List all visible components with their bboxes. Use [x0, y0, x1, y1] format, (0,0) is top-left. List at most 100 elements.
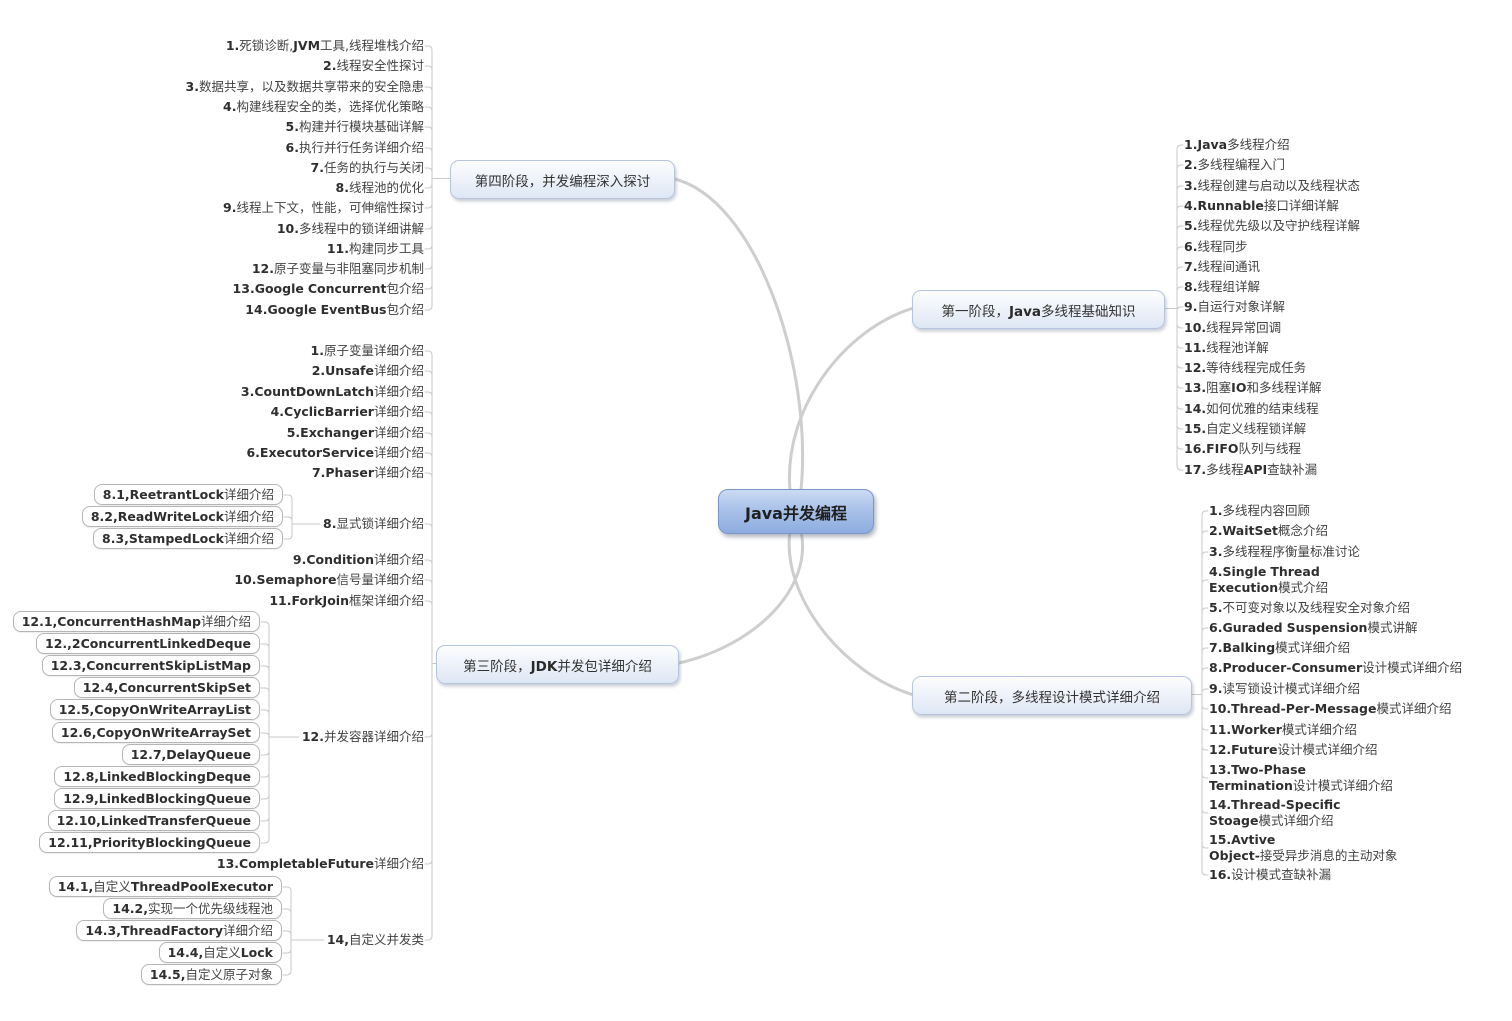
topic-item[interactable]: 7.线程间通讯 — [1184, 259, 1260, 274]
topic-item[interactable]: 6.线程同步 — [1184, 239, 1248, 254]
topic-subitem[interactable]: 12.11,PriorityBlockingQueue — [39, 832, 260, 853]
topic-item[interactable]: 5.线程优先级以及守护线程详解 — [1184, 218, 1360, 233]
topic-item[interactable]: 8.Producer-Consumer设计模式详细介绍 — [1209, 660, 1463, 675]
branch-node-stage1[interactable]: 第一阶段，Java多线程基础知识 — [912, 290, 1165, 329]
topic-item[interactable]: 3.线程创建与启动以及线程状态 — [1184, 178, 1360, 193]
connector — [1201, 725, 1209, 731]
topic-subitem[interactable]: 12.6,CopyOnWriteArraySet — [51, 722, 260, 743]
topic-item[interactable]: 15.自定义线程锁详解 — [1184, 421, 1307, 436]
topic-item[interactable]: 14,自定义并发类 — [326, 932, 424, 947]
topic-item[interactable]: 13.Google Concurrent包介绍 — [232, 281, 424, 296]
topic-item[interactable]: 6.ExecutorService详细介绍 — [246, 445, 424, 460]
topic-item[interactable]: 6.Guraded Suspension模式讲解 — [1209, 620, 1418, 635]
topic-item[interactable]: 17.多线程API查缺补漏 — [1184, 462, 1318, 477]
topic-item[interactable]: 11.线程池详解 — [1184, 340, 1269, 355]
topic-item[interactable]: 4.构建线程安全的类，选择优化策略 — [223, 99, 424, 114]
center-topic[interactable]: Java并发编程 — [718, 489, 874, 534]
topic-item[interactable]: 2.多线程编程入门 — [1184, 157, 1285, 172]
topic-subitem[interactable]: 8.2,ReadWriteLock详细介绍 — [81, 506, 283, 527]
connector — [282, 948, 292, 954]
topic-item[interactable]: 16.FIFO队列与线程 — [1184, 441, 1302, 456]
topic-item[interactable]: 1.原子变量详细介绍 — [310, 343, 424, 358]
topic-subitem[interactable]: 12.9,LinkedBlockingQueue — [54, 788, 260, 809]
topic-item[interactable]: 9.读写锁设计模式详细介绍 — [1209, 681, 1360, 696]
topic-item[interactable]: 16.设计模式查缺补漏 — [1209, 867, 1332, 882]
topic-subitem[interactable]: 12.4,ConcurrentSkipSet — [73, 677, 260, 698]
topic-item[interactable]: 14.如何优雅的结束线程 — [1184, 401, 1319, 416]
topic-subitem[interactable]: 12.3,ConcurrentSkipListMap — [41, 655, 260, 676]
topic-item[interactable]: 5.构建并行模块基础详解 — [285, 119, 424, 134]
topic-item[interactable]: 11.构建同步工具 — [326, 241, 424, 256]
branch-node-stage2[interactable]: 第二阶段，多线程设计模式详细介绍 — [912, 676, 1192, 715]
topic-item[interactable]: 12.等待线程完成任务 — [1184, 360, 1307, 375]
topic-item[interactable]: 10.线程异常回调 — [1184, 320, 1282, 335]
topic-item[interactable]: 2.WaitSet概念介绍 — [1209, 523, 1328, 538]
topic-item[interactable]: 12.原子变量与非阻塞同步机制 — [251, 261, 424, 276]
topic-item[interactable]: 10.多线程中的锁详细讲解 — [276, 221, 424, 236]
connector — [1201, 627, 1209, 633]
topic-subitem[interactable]: 12.10,LinkedTransferQueue — [47, 810, 260, 831]
topic-subitem[interactable]: 12.8,LinkedBlockingDeque — [54, 766, 260, 787]
topic-item[interactable]: 7.Phaser详细介绍 — [311, 465, 424, 480]
topic-subitem[interactable]: 12.1,ConcurrentHashMap详细介绍 — [12, 611, 260, 632]
topic-item[interactable]: 13.CompletableFuture详细介绍 — [216, 856, 424, 871]
connector — [424, 183, 433, 189]
topic-item[interactable]: 12.Future设计模式详细介绍 — [1209, 742, 1378, 757]
topic-subitem[interactable]: 14.2,实现一个优先级线程池 — [103, 898, 282, 919]
topic-item[interactable]: 2.线程安全性探讨 — [323, 58, 424, 73]
topic-subitem[interactable]: 14.4,自定义Lock — [158, 942, 282, 963]
branch-node-stage4[interactable]: 第四阶段，并发编程深入探讨 — [450, 160, 675, 199]
connector — [1201, 667, 1209, 673]
topic-item[interactable]: 1.Java多线程介绍 — [1184, 137, 1290, 152]
branch-node-stage4-label: 第四阶段，并发编程深入探讨 — [474, 173, 651, 190]
topic-subitem[interactable]: 12.5,CopyOnWriteArrayList — [49, 699, 260, 720]
topic-item[interactable]: 11.Worker模式详细介绍 — [1209, 722, 1357, 737]
topic-item[interactable]: 6.执行并行任务详细介绍 — [285, 140, 424, 155]
topic-item[interactable]: 9.自运行对象详解 — [1184, 299, 1285, 314]
topic-item[interactable]: 3.多线程程序衡量标准讨论 — [1209, 544, 1360, 559]
topic-subitem[interactable]: 12.,2ConcurrentLinkedDeque — [36, 633, 260, 654]
topic-item[interactable]: 10.Semaphore信号量详细介绍 — [234, 572, 424, 587]
topic-subitem[interactable]: 14.5,自定义原子对象 — [140, 964, 282, 985]
topic-subitem[interactable]: 12.7,DelayQueue — [121, 744, 260, 765]
topic-subitem[interactable]: 14.3,ThreadFactory详细介绍 — [76, 920, 282, 941]
topic-item[interactable]: 3.数据共享，以及数据共享带来的安全隐患 — [185, 79, 424, 94]
connector — [424, 126, 433, 132]
connector — [1201, 607, 1209, 613]
topic-item[interactable]: 8.线程池的优化 — [335, 180, 424, 195]
connector — [282, 908, 292, 914]
topic-item[interactable]: 3.CountDownLatch详细介绍 — [240, 384, 424, 399]
topic-item[interactable]: 4.CyclicBarrier详细介绍 — [270, 404, 424, 419]
topic-item[interactable]: 8.显式锁详细介绍 — [323, 516, 424, 531]
branch-node-stage3-label: 第三阶段，JDK并发包详细介绍 — [463, 658, 652, 675]
topic-item[interactable]: 13.阻塞IO和多线程详解 — [1184, 380, 1322, 395]
topic-item[interactable]: 14.Google EventBus包介绍 — [245, 302, 424, 317]
topic-item[interactable]: 11.ForkJoin框架详细介绍 — [269, 593, 424, 608]
topic-item[interactable]: 9.线程上下文，性能，可伸缩性探讨 — [223, 200, 424, 215]
topic-item[interactable]: 2.Unsafe详细介绍 — [311, 363, 424, 378]
topic-item[interactable]: 9.Condition详细介绍 — [292, 552, 424, 567]
topic-item[interactable]: 4.Runnable接口详细详解 — [1184, 198, 1339, 213]
topic-item[interactable]: 1.死锁诊断,JVM工具,线程堆栈介绍 — [225, 38, 424, 53]
topic-item[interactable]: 8.线程组详解 — [1184, 279, 1260, 294]
topic-subitem[interactable]: 8.1,ReetrantLock详细介绍 — [93, 484, 283, 505]
topic-item[interactable]: 1.多线程内容回顾 — [1209, 503, 1310, 518]
topic-item[interactable]: 12.并发容器详细介绍 — [301, 729, 424, 744]
topic-item[interactable]: 10.Thread-Per-Message模式详细介绍 — [1209, 701, 1452, 716]
topic-item[interactable]: 7.Balking模式详细介绍 — [1209, 640, 1351, 655]
connector — [424, 523, 433, 529]
connector — [1176, 205, 1184, 211]
topic-item[interactable]: 5.Exchanger详细介绍 — [286, 425, 424, 440]
topic-subitem[interactable]: 14.1,自定义ThreadPoolExecutor — [48, 876, 282, 897]
topic-subitem[interactable]: 8.3,StampedLock详细介绍 — [93, 528, 283, 549]
topic-item[interactable]: 5.不可变对象以及线程安全对象介绍 — [1209, 600, 1410, 615]
topic-item[interactable]: 7.任务的执行与关闭 — [310, 160, 424, 175]
connector — [283, 534, 293, 540]
connector — [424, 452, 433, 458]
branch-node-stage3[interactable]: 第三阶段，JDK并发包详细介绍 — [436, 645, 679, 684]
